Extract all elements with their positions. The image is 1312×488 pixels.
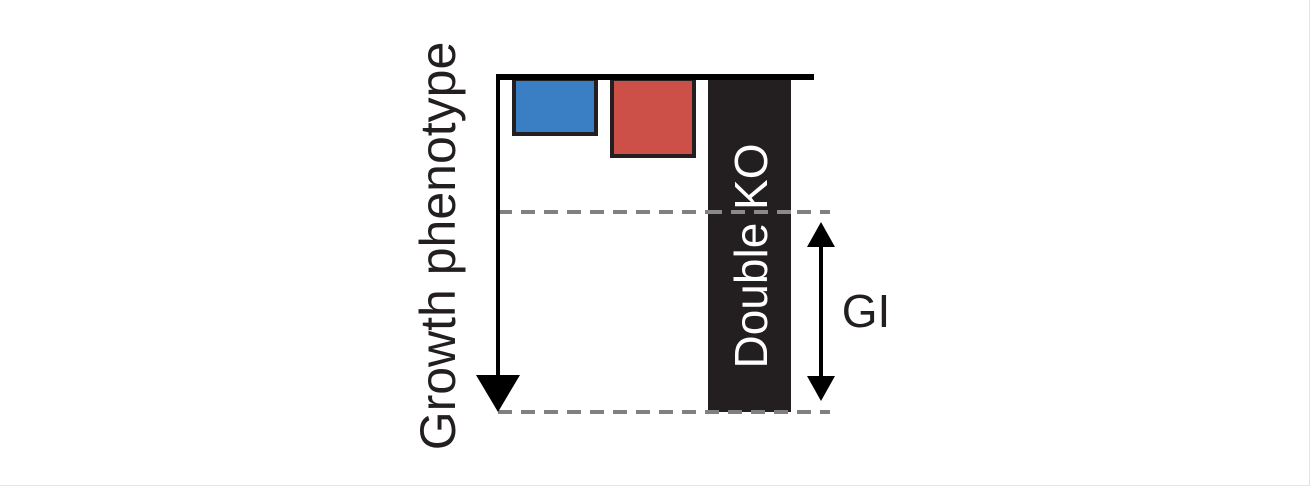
double-ko-label: Double KO bbox=[725, 143, 777, 368]
single-ko-bar-blue bbox=[512, 77, 598, 136]
single-ko-bar-red bbox=[610, 77, 696, 158]
down-arrow-icon bbox=[476, 375, 520, 412]
up-arrowhead-icon bbox=[807, 222, 835, 247]
double-ko-bar bbox=[708, 79, 791, 412]
down-arrowhead-icon bbox=[807, 376, 835, 401]
gi-label: GI bbox=[842, 285, 891, 337]
y-axis-label: Growth phenotype bbox=[410, 42, 466, 451]
